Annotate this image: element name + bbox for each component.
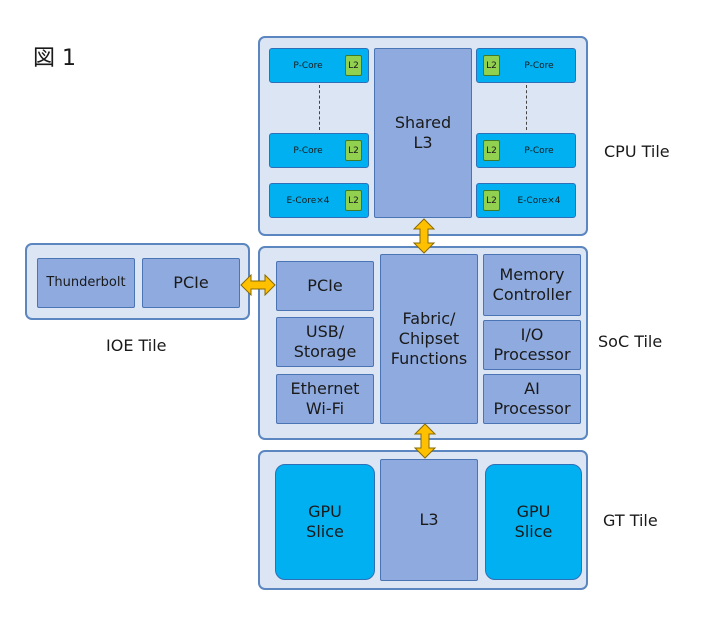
io-processor-block: I/O Processor [483, 320, 581, 370]
figure-label: 図 1 [33, 46, 76, 71]
l2-cache: L2 [345, 140, 362, 161]
ai-processor-block: AI Processor [483, 374, 581, 424]
memory-controller-block: Memory Controller [483, 254, 581, 316]
ioe-soc-arrow [240, 274, 276, 296]
l2-cache: L2 [483, 140, 500, 161]
soc-tile-label: SoC Tile [598, 332, 663, 351]
core-label: P-Core [524, 60, 554, 71]
soc-gt-arrow [413, 423, 437, 459]
gpu-slice-left: GPU Slice [275, 464, 375, 580]
cpu-soc-arrow [412, 218, 436, 254]
p-core-right-bottom: L2 P-Core [476, 133, 576, 168]
ioe-tile-label: IOE Tile [106, 336, 167, 355]
l2-cache: L2 [345, 55, 362, 76]
cpu-tile-label: CPU Tile [604, 142, 670, 161]
gpu-slice-right: GPU Slice [485, 464, 582, 580]
p-core-right-top: L2 P-Core [476, 48, 576, 83]
p-core-left-top: P-Core L2 [269, 48, 369, 83]
core-label: P-Core [293, 145, 323, 156]
thunderbolt-block: Thunderbolt [37, 258, 135, 308]
fabric-chipset-block: Fabric/ Chipset Functions [380, 254, 478, 424]
core-ellipsis-right [526, 85, 527, 130]
core-label: E-Core×4 [517, 195, 561, 206]
l2-cache: L2 [483, 55, 500, 76]
e-core-left: E-Core×4 L2 [269, 183, 369, 218]
ethernet-wifi-block: Ethernet Wi-Fi [276, 374, 374, 424]
e-core-right: L2 E-Core×4 [476, 183, 576, 218]
l2-cache: L2 [483, 190, 500, 211]
usb-storage-block: USB/ Storage [276, 317, 374, 367]
l2-cache: L2 [345, 190, 362, 211]
core-label: P-Core [293, 60, 323, 71]
gt-tile-label: GT Tile [603, 511, 658, 530]
ioe-pcie-block: PCIe [142, 258, 240, 308]
core-label: P-Core [524, 145, 554, 156]
core-label: E-Core×4 [286, 195, 330, 206]
shared-l3: Shared L3 [374, 48, 472, 218]
gt-l3-block: L3 [380, 459, 478, 581]
core-ellipsis-left [319, 85, 320, 130]
p-core-left-bottom: P-Core L2 [269, 133, 369, 168]
soc-pcie-block: PCIe [276, 261, 374, 311]
